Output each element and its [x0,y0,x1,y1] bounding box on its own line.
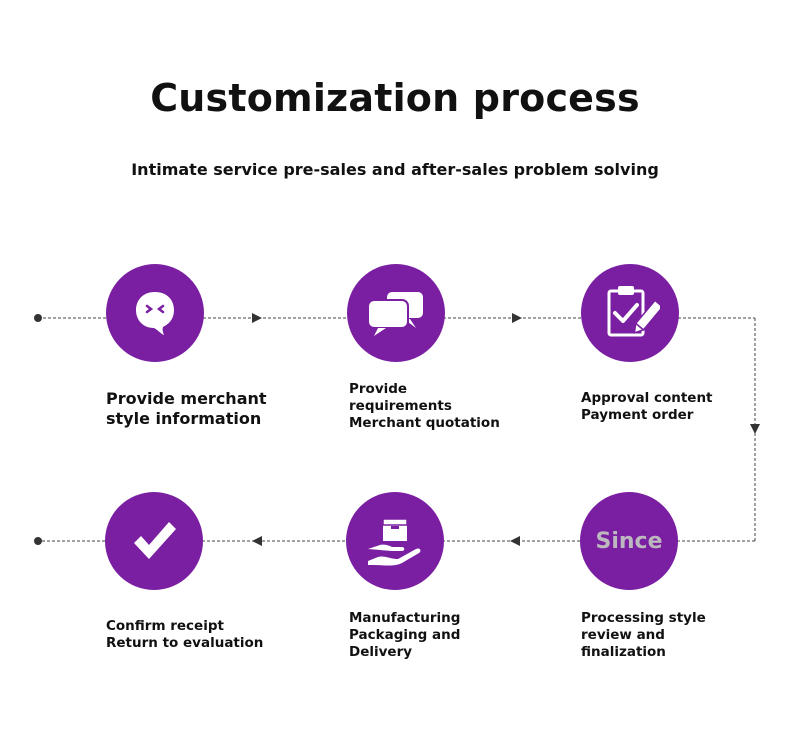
clipboard-check-icon [607,286,660,337]
step-6-circle [105,492,203,590]
start-dot [34,314,42,322]
page-subtitle: Intimate service pre-sales and after-sal… [131,160,659,179]
step-2-label: Provide requirements Merchant quotation [349,381,500,431]
box-in-hand-icon [368,518,421,566]
step-1-circle [106,264,204,362]
arrow-left-2 [252,536,262,546]
chat-bubble-face-icon [136,292,174,335]
arrow-left-1 [510,536,520,546]
checkmark-icon [134,522,176,559]
arrow-down [750,424,760,434]
step-5-circle [346,492,444,590]
step-1-label: Provide merchant style information [106,389,267,428]
arrow-right-1 [252,313,262,323]
step-2-circle [347,264,445,362]
step-4-circle: Since [580,492,678,590]
step-4-label: Processing style review and finalization [581,610,706,660]
end-dot [34,537,42,545]
arrow-right-2 [512,313,522,323]
step-6-label: Confirm receipt Return to evaluation [106,618,264,651]
step-3-circle [581,264,679,362]
page-title: Customization process [150,76,640,120]
speech-bubbles-icon [367,290,425,336]
step-3-label: Approval content Payment order [581,390,713,423]
step-5-label: Manufacturing Packaging and Delivery [349,610,461,660]
step-4-icon-text: Since [595,528,663,554]
